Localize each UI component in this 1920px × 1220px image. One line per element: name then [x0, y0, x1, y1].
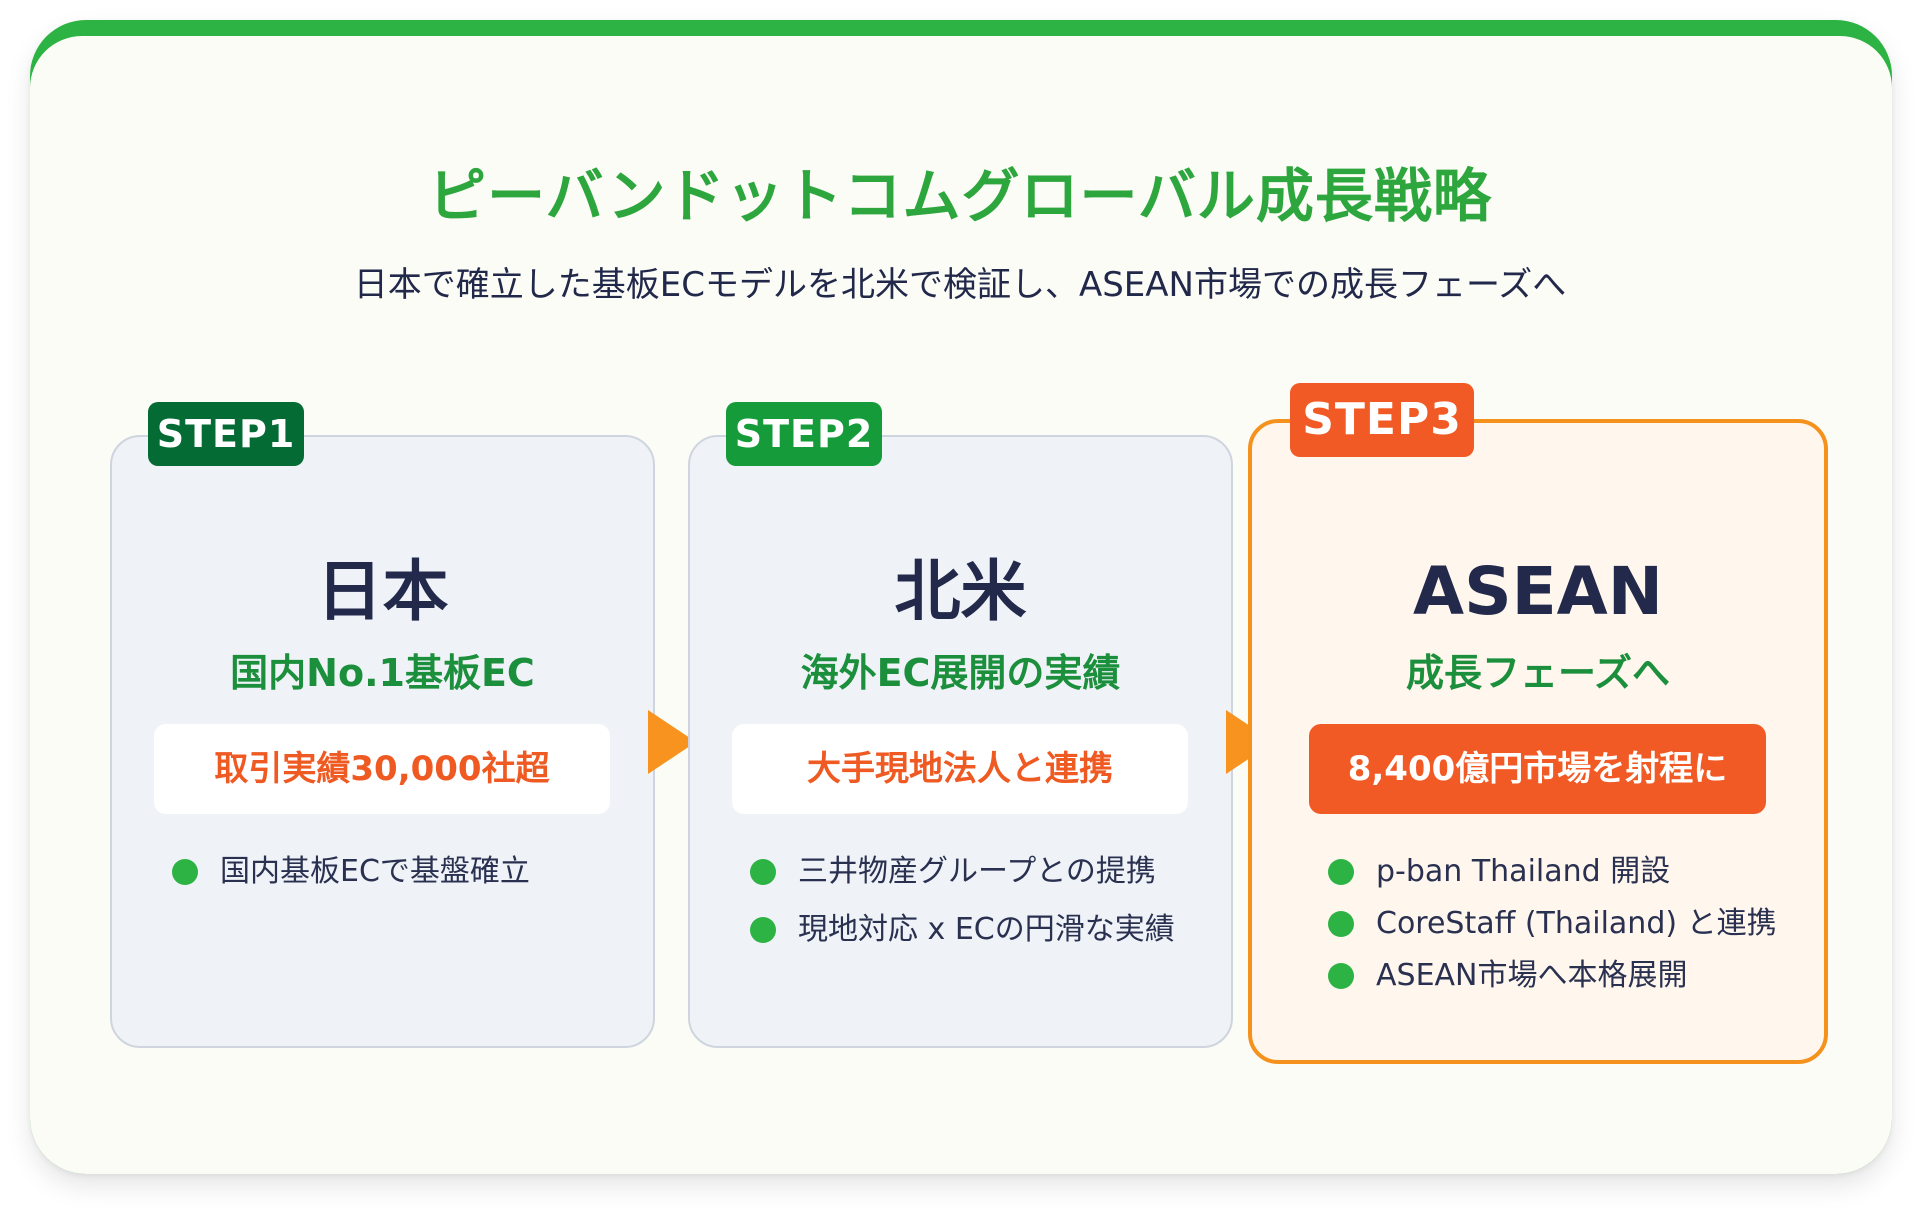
step2-bullet-text: 三井物産グループとの提携	[798, 854, 1156, 889]
step3-badge: STEP3	[1290, 383, 1474, 457]
bullet-dot-icon	[750, 859, 776, 885]
step1-bullet-list: 国内基板ECで基盤確立	[172, 846, 530, 904]
step2-bullet-list: 三井物産グループとの提携 現地対応 x ECの円滑な実績	[750, 846, 1175, 962]
bullet-dot-icon	[1328, 963, 1354, 989]
bullet-dot-icon	[172, 859, 198, 885]
step3-bullet-list: p-ban Thailand 開設 CoreStaff (Thailand) と…	[1328, 846, 1777, 1002]
step1-highlight: 取引実績30,000社超	[154, 724, 610, 814]
step3-bullet: CoreStaff (Thailand) と連携	[1328, 898, 1777, 950]
step3-region: ASEAN	[1412, 553, 1663, 630]
bullet-dot-icon	[750, 917, 776, 943]
bullet-dot-icon	[1328, 859, 1354, 885]
step3-bullet: ASEAN市場へ本格展開	[1328, 950, 1777, 1002]
step2-bullet-text: 現地対応 x ECの円滑な実績	[798, 912, 1175, 947]
step3-bullet-text: CoreStaff (Thailand) と連携	[1376, 906, 1777, 941]
step2-bullet: 三井物産グループとの提携	[750, 846, 1175, 898]
step2-highlight: 大手現地法人と連携	[732, 724, 1188, 814]
step2-badge: STEP2	[726, 402, 882, 466]
step1-tagline: 国内No.1基板EC	[230, 651, 535, 695]
step1-bullet: 国内基板ECで基盤確立	[172, 846, 530, 898]
step3-bullet-text: p-ban Thailand 開設	[1376, 854, 1671, 889]
bullet-dot-icon	[1328, 911, 1354, 937]
step3-bullet: p-ban Thailand 開設	[1328, 846, 1777, 898]
page-title: ピーバンドットコムグローバル成長戦略	[428, 162, 1492, 230]
page-subtitle: 日本で確立した基板ECモデルを北米で検証し、ASEAN市場での成長フェーズへ	[353, 265, 1567, 305]
step1-region: 日本	[316, 553, 449, 630]
step2-tagline: 海外EC展開の実績	[800, 651, 1121, 695]
step1-badge: STEP1	[148, 402, 304, 466]
step1-bullet-text: 国内基板ECで基盤確立	[220, 854, 530, 889]
step3-highlight: 8,400億円市場を射程に	[1309, 724, 1766, 814]
step2-bullet: 現地対応 x ECの円滑な実績	[750, 904, 1175, 956]
step3-tagline: 成長フェーズへ	[1405, 651, 1671, 695]
step3-bullet-text: ASEAN市場へ本格展開	[1376, 958, 1688, 993]
step2-region: 北米	[894, 553, 1027, 630]
